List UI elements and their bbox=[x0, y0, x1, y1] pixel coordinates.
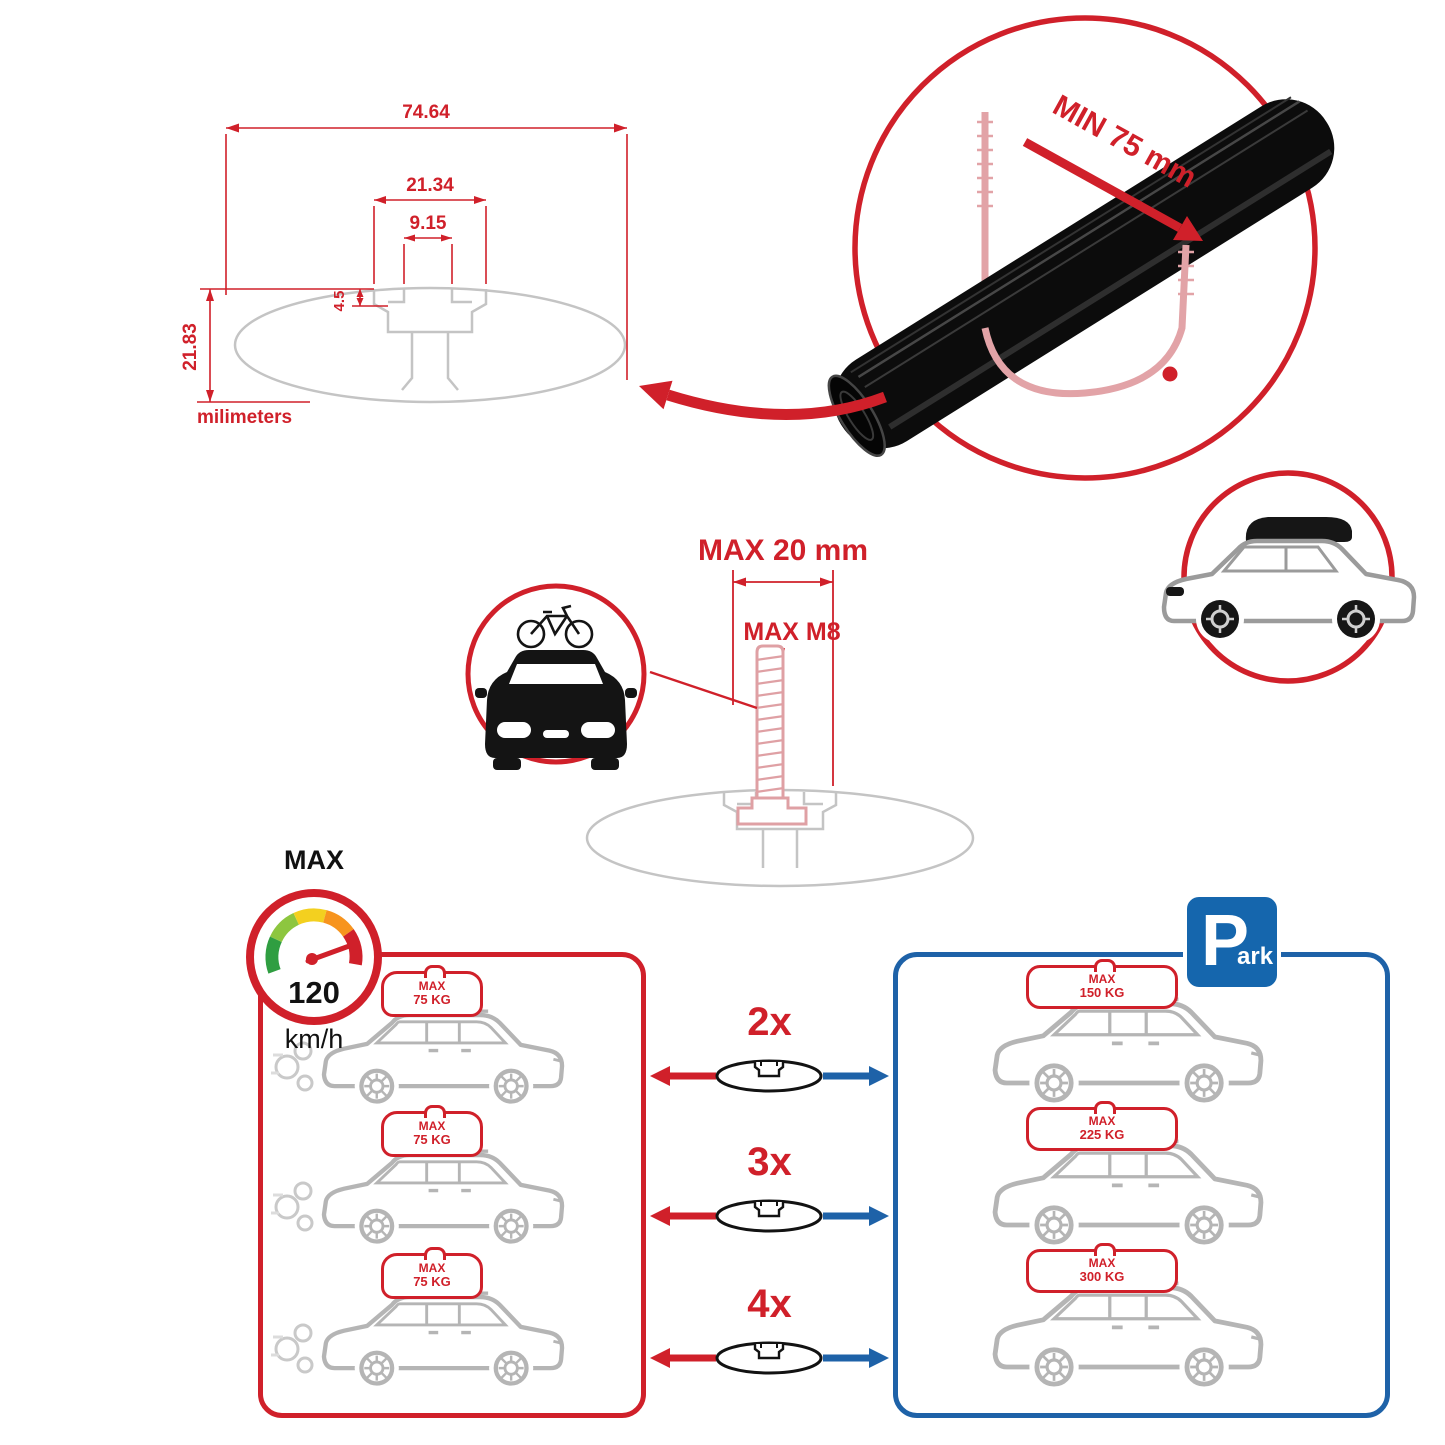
load-max-text: MAX bbox=[418, 1261, 446, 1275]
driving-load-panel: MAX 75 KG MAX 75 KG MAX 75 KG bbox=[258, 952, 646, 1418]
gauge-max-label: MAX bbox=[284, 845, 344, 875]
dim-total-width: 74.64 bbox=[402, 102, 450, 123]
gauge-value: 120 bbox=[288, 975, 340, 1010]
gauge-needle-hub bbox=[306, 953, 318, 965]
dimension-arrowheads bbox=[206, 123, 627, 402]
multiplier-label: 4x bbox=[747, 1282, 792, 1326]
speed-limit-gauge: MAX 120 km/h bbox=[246, 845, 382, 1054]
roof-load-label: MAX 225 KG bbox=[1026, 1101, 1178, 1151]
suv-illustration bbox=[1161, 517, 1417, 643]
unit-label: milimeters bbox=[197, 407, 292, 428]
u-bolt-clamp-front bbox=[981, 244, 1194, 398]
multiplier-row: 4x bbox=[646, 1284, 893, 1389]
crossbar-count-arrows bbox=[646, 1328, 893, 1384]
multiplier-label: 3x bbox=[747, 1140, 792, 1184]
park-sign-suffix: ark bbox=[1237, 943, 1274, 970]
crossbar-count-arrows bbox=[646, 1186, 893, 1242]
dim-lip: 4.5 bbox=[331, 291, 348, 312]
zoom-connector-arrow bbox=[639, 380, 887, 420]
driving-car-row: MAX 75 KG bbox=[263, 1247, 641, 1395]
crossbar-cross-section bbox=[233, 286, 627, 404]
dim-channel-inner: 9.15 bbox=[410, 213, 447, 234]
driving-car-row: MAX 75 KG bbox=[263, 965, 641, 1113]
load-weight-text: 150 KG bbox=[1079, 985, 1125, 1001]
multiplier-row: 2x bbox=[646, 1002, 893, 1107]
bolt-max-length-label: MAX 20 mm bbox=[698, 534, 868, 567]
load-max-text: MAX bbox=[418, 1119, 446, 1133]
load-weight-text: 75 KG bbox=[413, 1132, 451, 1148]
dim-channel-outer: 21.34 bbox=[406, 175, 454, 196]
crossbar-count-arrows bbox=[646, 1046, 893, 1102]
car-front-silhouette bbox=[475, 650, 637, 770]
load-weight-text: 75 KG bbox=[413, 1274, 451, 1290]
load-weight-text: 225 KG bbox=[1079, 1127, 1125, 1143]
dim-height: 21.83 bbox=[180, 323, 201, 371]
park-sign-letter: P bbox=[1201, 901, 1250, 981]
t-bolt bbox=[736, 644, 808, 826]
roof-load-label: MAX 75 KG bbox=[381, 965, 483, 1017]
load-max-text: MAX bbox=[1088, 1256, 1116, 1270]
gauge-unit: km/h bbox=[285, 1024, 344, 1054]
parked-car-row: MAX 300 KG bbox=[898, 1243, 1385, 1397]
bike-car-badge bbox=[465, 583, 647, 770]
roof-load-label: MAX 150 KG bbox=[1026, 959, 1178, 1009]
clamp-point-dot bbox=[1162, 366, 1178, 382]
crossbar-dimension-drawing: 74.64 21.34 9.15 4.5 21.83 milimeters bbox=[180, 102, 628, 428]
park-sign: P ark bbox=[1183, 893, 1281, 991]
bicycle-icon bbox=[516, 604, 594, 649]
min-grip-arrow bbox=[1022, 138, 1183, 232]
parked-load-panel: MAX 150 KG MAX 225 KG MAX 300 KG bbox=[893, 952, 1390, 1418]
multiplier-label: 2x bbox=[747, 1000, 792, 1044]
multiplier-row: 3x bbox=[646, 1142, 893, 1247]
roof-load-label: MAX 75 KG bbox=[381, 1105, 483, 1157]
min-grip-arrowhead bbox=[1173, 216, 1203, 241]
load-weight-text: 300 KG bbox=[1079, 1269, 1125, 1285]
gauge-color-arc bbox=[265, 908, 363, 974]
load-max-text: MAX bbox=[418, 979, 446, 993]
suv-roofbox-badge bbox=[1161, 470, 1417, 684]
load-weight-text: 75 KG bbox=[413, 992, 451, 1008]
parked-car-row: MAX 225 KG bbox=[898, 1101, 1385, 1255]
bolt-spec-diagram: MAX 20 mm MAX M8 bbox=[585, 534, 975, 888]
roof-box bbox=[1245, 517, 1352, 542]
load-max-text: MAX bbox=[1088, 972, 1116, 986]
parked-car-row: MAX 150 KG bbox=[898, 959, 1385, 1113]
roof-load-label: MAX 75 KG bbox=[381, 1247, 483, 1299]
driving-car-row: MAX 75 KG bbox=[263, 1105, 641, 1253]
load-max-text: MAX bbox=[1088, 1114, 1116, 1128]
roof-load-label: MAX 300 KG bbox=[1026, 1243, 1178, 1293]
bolt-max-thread-label: MAX M8 bbox=[743, 618, 840, 646]
bolt-dimension-lines bbox=[732, 570, 834, 786]
badge-pointer-line bbox=[649, 670, 758, 710]
crossbar-render bbox=[827, 96, 1335, 457]
crossbar-zoom-detail: MIN 75 mm bbox=[827, 15, 1335, 481]
